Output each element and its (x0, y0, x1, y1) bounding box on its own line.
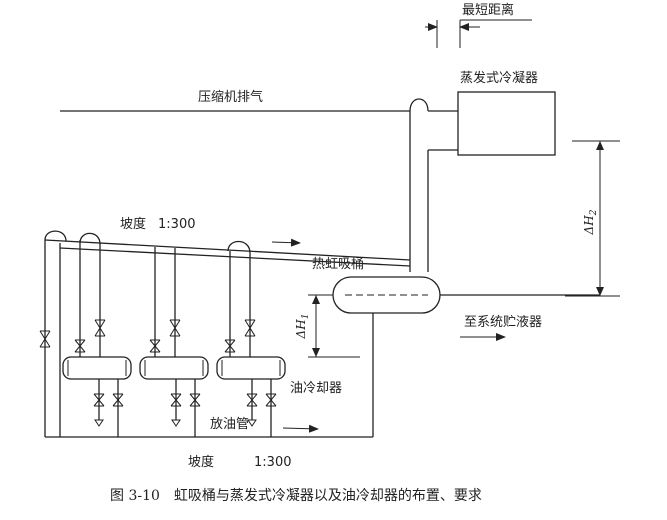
thermosiphon-receiver-label: 热虹吸桶 (312, 257, 364, 272)
oil-cooler-2 (139, 247, 209, 437)
oil-cooler-1 (62, 240, 132, 437)
oil-cooler-3 (216, 251, 286, 437)
to-system-receiver-label: 至系统贮液器 (464, 315, 542, 330)
top-flow-arrow (271, 238, 301, 247)
left-bypass-valve (39, 240, 51, 437)
top-sloped-header (44, 230, 411, 267)
condenser-outlet-pipes (409, 111, 458, 272)
liquid-supply-line (45, 243, 374, 438)
evaporative-condenser-label: 蒸发式冷凝器 (460, 70, 538, 86)
oil-drain-pipe-label: 放油管 (210, 417, 249, 432)
delta-h1-label: ΔH1 (294, 314, 311, 340)
discharge-loop (409, 98, 429, 112)
bottom-flow-arrow (282, 424, 319, 433)
delta-h2-label: ΔH2 (582, 209, 599, 235)
shortest-distance-label: 最短距离 (462, 2, 514, 18)
delta-h2-dimension (565, 140, 620, 297)
delta-h1-dimension (308, 294, 360, 358)
shortest-distance-dimension (425, 19, 532, 48)
oil-cooler-label: 油冷却器 (290, 381, 342, 396)
compressor-discharge-label: 压缩机排气 (198, 89, 263, 105)
evaporative-condenser (457, 91, 556, 156)
